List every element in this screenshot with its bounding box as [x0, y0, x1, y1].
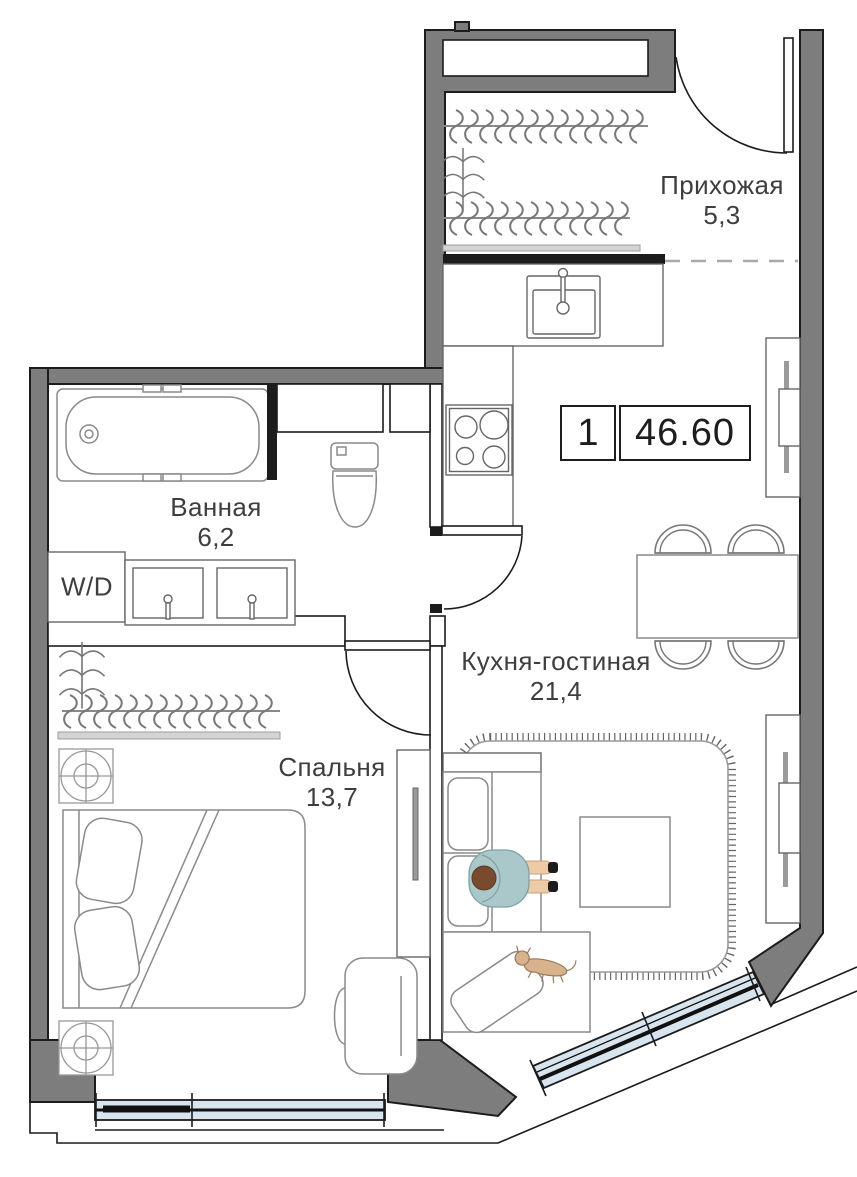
nightstand-lamp: [58, 748, 114, 804]
tv-stand-bedroom: [396, 749, 431, 958]
pillow: [75, 817, 143, 905]
room-label-kitchen-living: Кухня-гостиная 21,4: [461, 646, 651, 706]
armchair: [333, 957, 418, 1075]
toilet: [330, 442, 379, 528]
wall-nub: [454, 21, 470, 32]
hanger-bracket-icon: [58, 641, 106, 710]
person: [468, 849, 558, 908]
bathtub: [56, 384, 269, 482]
bedroom-door: [344, 640, 432, 736]
room-area: 13,7: [305, 782, 359, 812]
room-name: Спальня: [278, 752, 386, 782]
room-label-bathroom: Ванная 6,2: [170, 492, 261, 552]
window-bottom: [94, 1093, 386, 1127]
tv-icon: [412, 787, 419, 881]
pillow: [73, 905, 141, 991]
balcony-ledge: [29, 966, 857, 1144]
room-label-bedroom: Спальня 13,7: [278, 752, 385, 812]
shaft: [389, 383, 431, 433]
coffee-table: [579, 816, 671, 908]
chaise: [442, 931, 591, 1034]
wall-stub: [267, 384, 277, 480]
double-sink-vanity: [124, 559, 296, 626]
dining-chair: [727, 640, 785, 670]
room-area: 6,2: [197, 522, 235, 552]
dog: [514, 945, 577, 984]
dining-chair: [727, 524, 785, 554]
room-area: 21,4: [529, 676, 583, 706]
room-name: Кухня-гостиная: [461, 646, 651, 676]
hallway-wardrobe: [440, 109, 665, 264]
kitchen-sink: [526, 267, 601, 339]
washer-dryer-label: W/D: [60, 571, 114, 602]
wall-niche: [442, 39, 649, 77]
tv-stand-kitchen: [765, 337, 801, 498]
unit-rooms-count: 1: [560, 405, 616, 461]
bathroom-door: [441, 525, 523, 610]
exterior-walls: [29, 21, 824, 1118]
shaft: [276, 383, 384, 433]
bed: [62, 809, 306, 1009]
room-label-hallway: Прихожая 5,3: [660, 170, 784, 230]
room-name: Ванная: [170, 492, 262, 522]
room-name: Прихожая: [660, 170, 784, 200]
dining-chair: [654, 640, 712, 670]
unit-badge: 1 46.60: [560, 405, 751, 461]
dining-table: [636, 554, 799, 639]
unit-total-area: 46.60: [619, 405, 751, 461]
dining-chair: [654, 524, 712, 554]
stove: [445, 404, 513, 476]
room-area: 5,3: [703, 200, 741, 230]
closet-edge: [443, 254, 665, 264]
window-diagonal: [529, 966, 766, 1097]
bedroom-wardrobe: [57, 641, 281, 740]
entrance-door: [675, 37, 794, 154]
nightstand-lamp: [58, 1020, 114, 1076]
tv-stand-living: [765, 714, 801, 924]
hanger-bracket-icon: [440, 147, 486, 212]
